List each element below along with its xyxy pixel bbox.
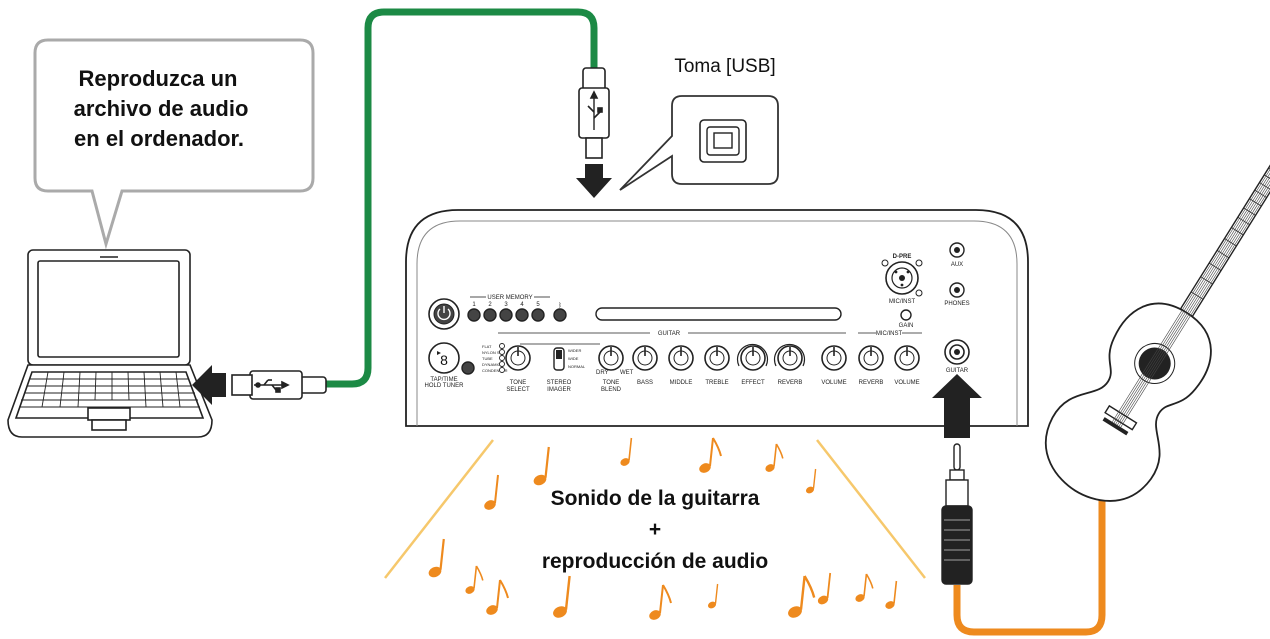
music-note-icon (649, 584, 672, 620)
arrow-up-icon (932, 374, 982, 412)
knob-label: MIDDLE (670, 380, 693, 386)
music-note-icon (486, 579, 509, 615)
tone-option-nylon: NYLON STR (482, 350, 505, 355)
knob-label: EFFECT (741, 380, 765, 386)
music-note-icon (533, 446, 550, 486)
guitar-jack[interactable] (944, 339, 970, 365)
knob-label-line-2: IMAGER (547, 387, 571, 393)
gain-label: GAIN (899, 323, 914, 329)
tone-option-dynamic: DYNAMIC (482, 362, 501, 367)
tone-option-flat: FLAT (482, 344, 492, 349)
usb-a-plug (231, 370, 327, 400)
sound-rays (384, 439, 926, 579)
bubble-line-2: archivo de audio (74, 96, 249, 121)
music-note-icon (553, 575, 571, 618)
memory-number-4: 4 (520, 302, 524, 308)
memory-button-1[interactable] (467, 308, 481, 322)
imager-option-normal: NORMAL (568, 364, 586, 369)
guitar-section-label: GUITAR (658, 331, 681, 337)
knob-label: BASS (637, 380, 653, 386)
imager-option-wider: WIDER (568, 348, 581, 353)
memory-button-4[interactable] (515, 308, 529, 322)
phones-label: PHONES (944, 301, 969, 307)
tone-option-tube: TUBE (482, 356, 493, 361)
mic-inst-jack-label: MIC/INST (889, 299, 916, 305)
knob-label: VOLUME (894, 380, 919, 386)
sound-label-line-3: reproducción de audio (542, 550, 768, 573)
bubble-line-3: en el ordenador. (74, 126, 244, 151)
arrow-left-icon (192, 365, 226, 405)
knob-label: TONE (603, 380, 620, 386)
music-note-icon (788, 575, 816, 618)
music-note-icon (465, 565, 484, 594)
guitar-jack-label: GUITAR (946, 368, 969, 374)
music-note-icon (885, 580, 898, 609)
music-note-icon (855, 573, 874, 602)
bubble-line-1: Reproduzca un (79, 66, 238, 91)
usb-b-plug (578, 67, 610, 159)
memory-number-1: 1 (472, 302, 476, 308)
aux-label: AUX (951, 262, 963, 268)
wet-label: WET (620, 370, 634, 376)
music-note-icon (484, 474, 499, 510)
mic-inst-section-label: MIC/INST (876, 331, 903, 337)
usb-jack-label: Toma [USB] (674, 56, 775, 77)
power-button[interactable] (428, 298, 460, 330)
music-note-icon (428, 538, 445, 578)
memory-number-5: 5 (536, 302, 540, 308)
knob-label: REVERB (859, 380, 884, 386)
knob-label-line-2: SELECT (506, 387, 530, 393)
bluetooth-icon: ᛒ (558, 302, 562, 309)
tap-time-label: TAP/TIME (430, 377, 457, 383)
d-pre-label: D-PRE (893, 254, 912, 260)
memory-button-3[interactable] (499, 308, 513, 322)
music-note-icon (707, 583, 719, 609)
guitar-cable (941, 443, 1106, 636)
aux-jack[interactable] (949, 242, 965, 258)
memory-number-2: 2 (488, 302, 492, 308)
memory-button-2[interactable] (483, 308, 497, 322)
tuner-digit-icon: 8 (440, 352, 448, 368)
knob-label: TONE (510, 380, 527, 386)
tap-tuner-display[interactable]: 8 (428, 342, 460, 374)
hold-tuner-label: HOLD TUNER (425, 383, 465, 389)
bluetooth-button[interactable] (553, 308, 567, 322)
music-notes (428, 437, 898, 620)
gain-knob[interactable] (900, 309, 912, 321)
phones-jack[interactable] (949, 282, 965, 298)
sound-label-line-1: Sonido de la guitarra (551, 487, 760, 510)
sound-label: Sonido de la guitarra + reproducción de … (542, 487, 768, 573)
knob-label-line-2: BLEND (601, 387, 622, 393)
knob-label: STEREO (547, 380, 572, 386)
laptop-computer (7, 249, 213, 438)
acoustic-guitar (1045, 146, 1270, 502)
music-note-icon (699, 437, 722, 473)
user-memory-label: USER MEMORY (487, 295, 532, 301)
imager-option-wide: WIDE (568, 356, 579, 361)
knob-label: TREBLE (705, 380, 728, 386)
usb-cable (192, 8, 612, 405)
music-note-icon (765, 443, 784, 472)
music-note-icon (805, 468, 817, 494)
speech-bubble: Reproduzca un archivo de audio en el ord… (33, 38, 315, 250)
arrow-down-icon (576, 164, 612, 198)
sound-label-line-2: + (649, 518, 661, 541)
memory-number-3: 3 (504, 302, 508, 308)
knob-label: REVERB (778, 380, 803, 386)
music-note-icon (817, 572, 832, 605)
mic-inst-jack[interactable] (881, 259, 923, 297)
tap-button[interactable] (461, 361, 475, 375)
display-slot (595, 307, 842, 321)
music-note-icon (620, 437, 633, 466)
amplifier: USER MEMORY 1 2 3 4 5 ᛒ GUITAR MIC/INST … (405, 209, 1029, 427)
usb-callout: Toma [USB] (619, 56, 779, 191)
dry-label: DRY (596, 370, 609, 376)
tone-option-condenser: CONDENSER (482, 368, 508, 373)
knob-label: VOLUME (821, 380, 846, 386)
memory-button-5[interactable] (531, 308, 545, 322)
